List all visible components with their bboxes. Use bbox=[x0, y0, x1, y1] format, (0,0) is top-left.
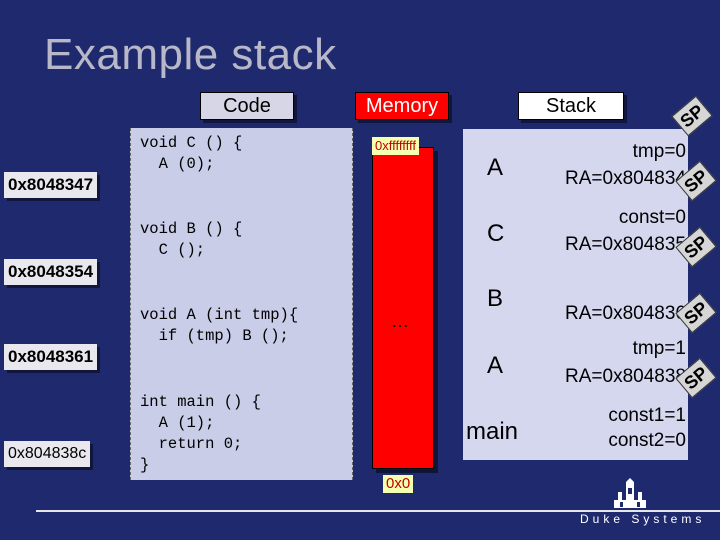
address-label: 0x8048354 bbox=[4, 259, 98, 285]
memory-bottom-label: 0x0 bbox=[383, 475, 414, 493]
stack-frame-value: RA=0x804835 bbox=[565, 234, 686, 255]
stack-frame-name: A bbox=[487, 352, 504, 379]
stack-frame-name: B bbox=[487, 285, 504, 312]
stack-frame-name: C bbox=[487, 220, 505, 247]
code-func-b: void B () { C (); bbox=[140, 220, 243, 259]
page-title: Example stack bbox=[44, 30, 337, 79]
stack-frame-name: A bbox=[487, 154, 504, 181]
address-label: 0x804838c bbox=[4, 441, 91, 467]
stack-frame-value: const2=0 bbox=[608, 430, 686, 451]
code-func-c: void C () { A (0); bbox=[140, 134, 243, 173]
stack-frame-value: RA=0x804836 bbox=[565, 303, 686, 324]
memory-column bbox=[372, 147, 434, 469]
stack-frame-value: const1=1 bbox=[608, 405, 686, 426]
footer-divider bbox=[36, 510, 720, 512]
stack-frame-value: RA=0x804838 bbox=[565, 366, 686, 387]
code-func-main: int main () { A (1); return 0; } bbox=[140, 393, 261, 474]
stack-frame-value: RA=0x804834 bbox=[565, 168, 686, 189]
duke-chapel-logo bbox=[614, 478, 646, 508]
code-header: Code bbox=[200, 92, 294, 120]
stack-panel bbox=[463, 129, 688, 460]
stack-frame-value: tmp=1 bbox=[632, 338, 686, 359]
memory-middle-label: … bbox=[388, 312, 412, 330]
memory-header: Memory bbox=[355, 92, 449, 120]
stack-frame-name: main bbox=[466, 418, 519, 445]
code-panel bbox=[130, 128, 353, 480]
footer-brand: Duke Systems bbox=[580, 512, 706, 526]
stack-header: Stack bbox=[518, 92, 624, 120]
memory-top-label: 0xffffffff bbox=[372, 137, 419, 155]
address-label: 0x8048361 bbox=[4, 344, 98, 370]
stack-frame-value: const=0 bbox=[618, 207, 686, 228]
code-func-a: void A (int tmp){ if (tmp) B (); bbox=[140, 306, 299, 345]
stack-frame-value: tmp=0 bbox=[632, 141, 686, 162]
address-label: 0x8048347 bbox=[4, 172, 98, 198]
